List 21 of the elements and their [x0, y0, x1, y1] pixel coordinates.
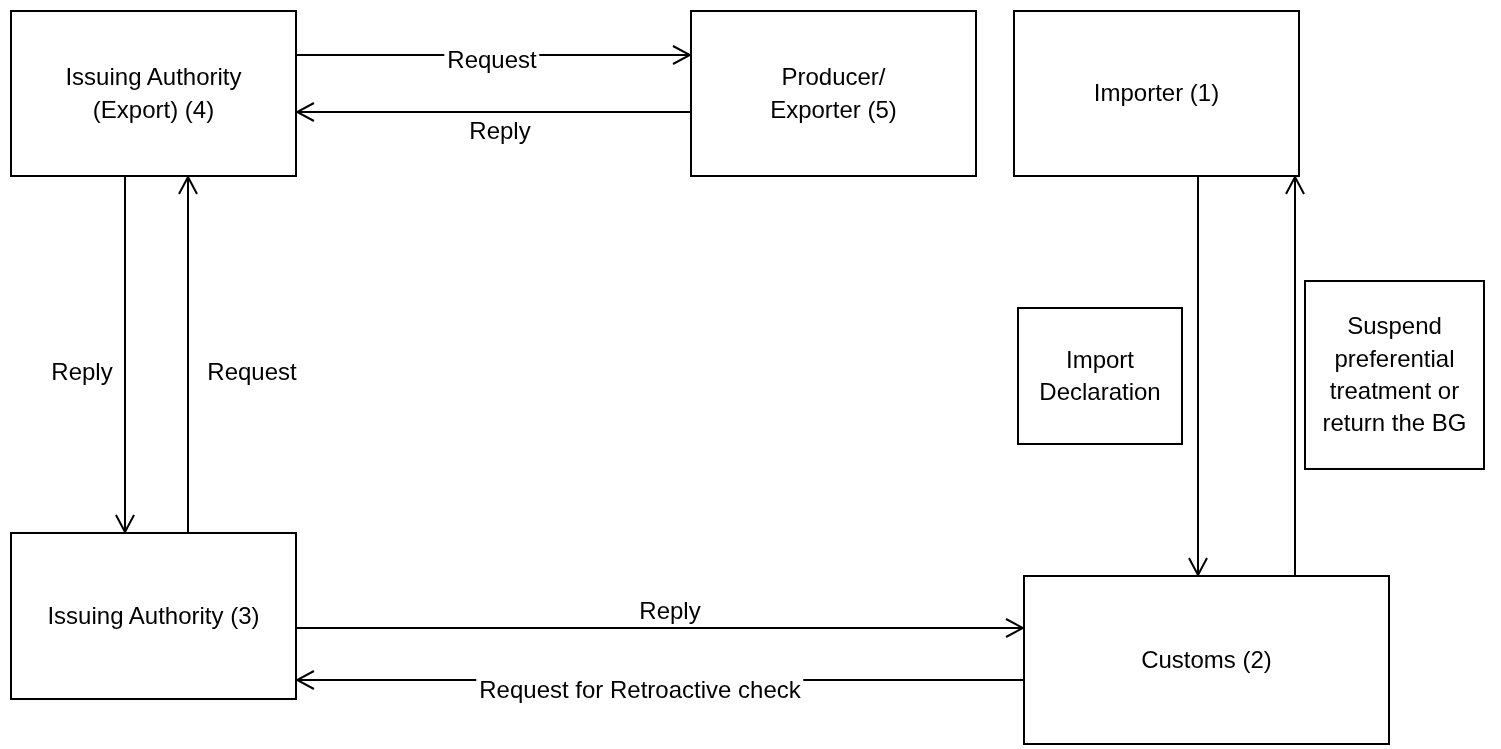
process-box	[1017, 307, 1183, 445]
box-label: Suspend preferential treatment or return the BG	[1321, 311, 1468, 439]
arrow	[115, 176, 135, 533]
arrow	[1285, 176, 1305, 576]
arrow	[296, 618, 1024, 638]
process-box	[1013, 10, 1300, 177]
arrow	[178, 176, 198, 533]
process-box	[10, 10, 297, 177]
process-box	[1023, 575, 1390, 745]
edge-label: Request for Retroactive check	[476, 676, 804, 704]
box-label: Importer (1)	[1093, 78, 1220, 109]
box-label: Issuing Authority (Export) (4)	[64, 62, 243, 125]
arrow	[1188, 176, 1208, 576]
box-label: Import Declaration	[1038, 344, 1162, 407]
box-label: Customs (2)	[1141, 644, 1272, 675]
process-box	[10, 532, 297, 700]
box-label: Producer/ Exporter (5)	[769, 62, 898, 125]
process-box	[1304, 280, 1485, 470]
arrow	[296, 102, 691, 122]
process-box	[690, 10, 977, 177]
box-label: Issuing Authority (3)	[47, 600, 260, 631]
